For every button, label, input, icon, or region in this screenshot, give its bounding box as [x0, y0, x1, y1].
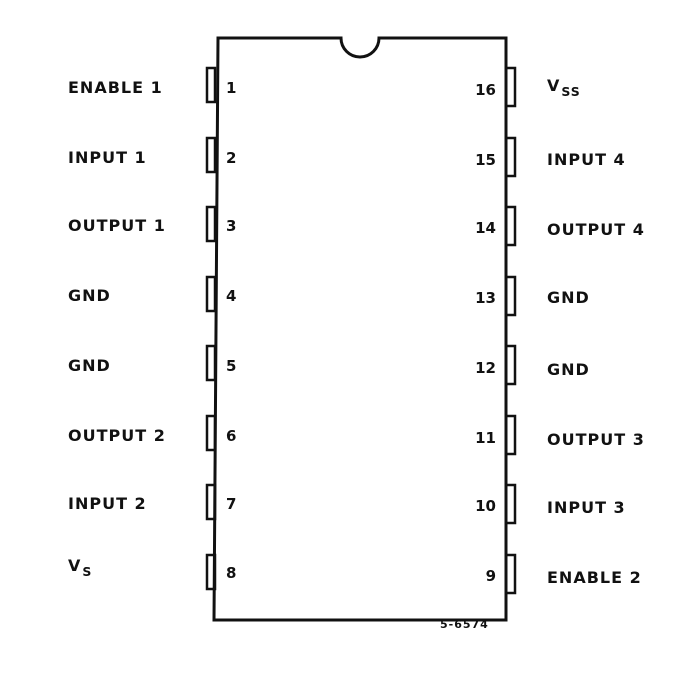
pin-number-12: 12: [475, 359, 496, 377]
pin-number-3: 3: [226, 217, 237, 235]
pin-label-8: VS: [68, 556, 93, 579]
pin-label-5: GND: [68, 356, 111, 375]
pin-stub-11: [504, 414, 517, 456]
pin-number-8: 8: [226, 564, 237, 582]
pin-stub-4: [205, 275, 217, 313]
pin-label-9: ENABLE 2: [547, 568, 642, 587]
pin-label-12: GND: [547, 360, 590, 379]
pin-label-14: OUTPUT 4: [547, 220, 645, 239]
pin-number-14: 14: [475, 219, 496, 237]
pin-number-15: 15: [475, 151, 496, 169]
pin-number-10: 10: [475, 497, 496, 515]
pin-number-11: 11: [475, 429, 496, 447]
pin-stub-16: [504, 66, 517, 108]
pin-stub-15: [504, 136, 517, 178]
pin-label-10: INPUT 3: [547, 498, 626, 517]
pin-number-6: 6: [226, 427, 237, 445]
pin-number-5: 5: [226, 357, 237, 375]
pin-stub-7: [205, 483, 217, 521]
pin-label-6: OUTPUT 2: [68, 426, 166, 445]
pin-label-2: INPUT 1: [68, 148, 147, 167]
pin-label-4: GND: [68, 286, 111, 305]
pin-number-1: 1: [226, 79, 237, 97]
pin-label-16: VSS: [547, 76, 581, 99]
pin-stub-9: [504, 553, 517, 595]
pin-stub-10: [504, 483, 517, 525]
pin-stub-6: [205, 414, 217, 452]
pin-stub-3: [205, 205, 217, 243]
pin-stub-2: [205, 136, 217, 174]
drawing-reference-code: 5-6574: [440, 618, 489, 631]
pin-label-3: OUTPUT 1: [68, 216, 166, 235]
pin-stub-8: [205, 553, 217, 591]
pin-label-7: INPUT 2: [68, 494, 147, 513]
pin-label-13: GND: [547, 288, 590, 307]
pin-stub-13: [504, 275, 517, 317]
pin-label-11: OUTPUT 3: [547, 430, 645, 449]
pin-number-13: 13: [475, 289, 496, 307]
pin-number-9: 9: [485, 567, 496, 585]
pin-label-15: INPUT 4: [547, 150, 626, 169]
ic-body: [212, 36, 508, 622]
pin-number-16: 16: [475, 81, 496, 99]
pin-label-1: ENABLE 1: [68, 78, 163, 97]
pin-number-4: 4: [226, 287, 237, 305]
pin-number-7: 7: [226, 495, 237, 513]
pin-stub-5: [205, 344, 217, 382]
pin-stub-12: [504, 344, 517, 386]
pin-stub-14: [504, 205, 517, 247]
pin-number-2: 2: [226, 149, 237, 167]
pin-stub-1: [205, 66, 217, 104]
